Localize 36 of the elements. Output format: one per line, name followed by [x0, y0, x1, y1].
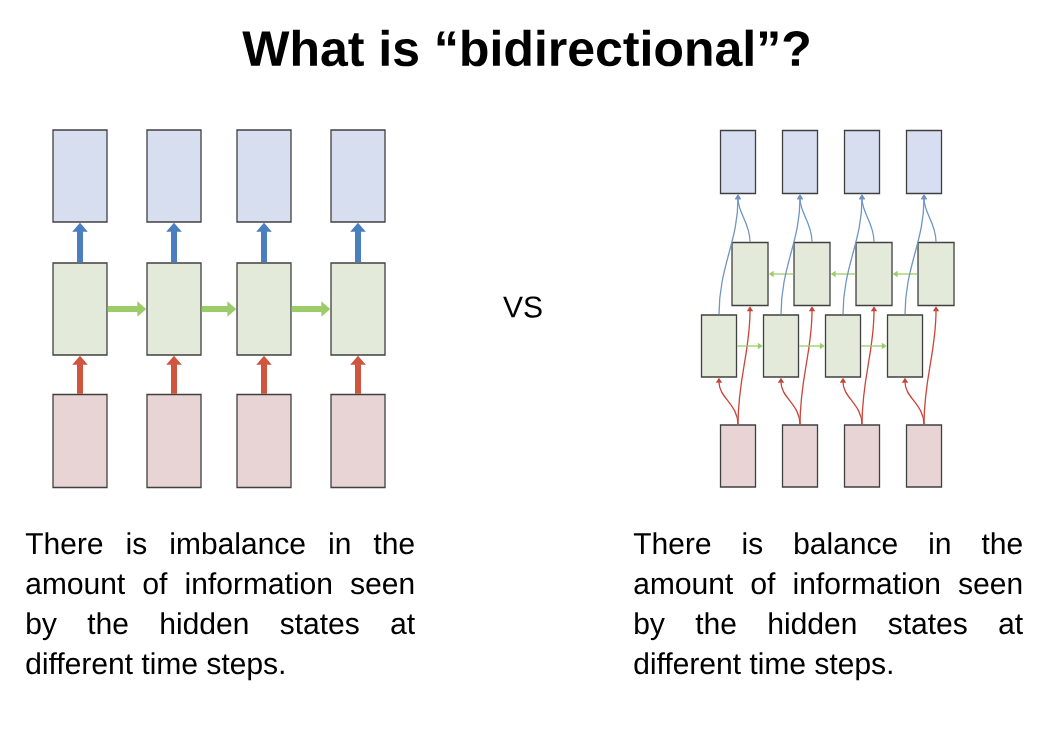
state-box [886, 314, 924, 378]
state-box [917, 241, 955, 307]
arrow [734, 194, 751, 243]
versus-label: VS [503, 296, 542, 318]
state-box [330, 262, 386, 356]
state-box [905, 129, 943, 195]
state-box [236, 262, 292, 356]
arrow [858, 194, 875, 243]
state-box [52, 129, 108, 223]
state-box [146, 129, 202, 223]
state-box [731, 241, 769, 307]
state-box [52, 393, 108, 489]
state-box [700, 314, 738, 378]
state-box [52, 262, 108, 356]
state-box [843, 129, 881, 195]
state-box [905, 424, 943, 488]
state-box [236, 393, 292, 489]
state-box [855, 241, 893, 307]
state-box [781, 424, 819, 488]
description-text: There is balance in the amount of information seen by the hidden states at different time steps. [633, 532, 1023, 681]
state-box [843, 424, 881, 488]
state-box [762, 314, 800, 378]
state-box [824, 314, 862, 378]
state-box [719, 424, 757, 488]
title: What is “bidirectional”? [242, 29, 809, 67]
description-text: There is imbalance in the amount of information seen by the hidden states at different time steps. [25, 532, 415, 681]
state-box [719, 129, 757, 195]
state-box [236, 129, 292, 223]
arrow [796, 194, 813, 243]
state-box [793, 241, 831, 307]
state-box [781, 129, 819, 195]
arrow [920, 194, 937, 243]
state-box [146, 262, 202, 356]
state-box [330, 393, 386, 489]
state-box [330, 129, 386, 223]
state-box [146, 393, 202, 489]
